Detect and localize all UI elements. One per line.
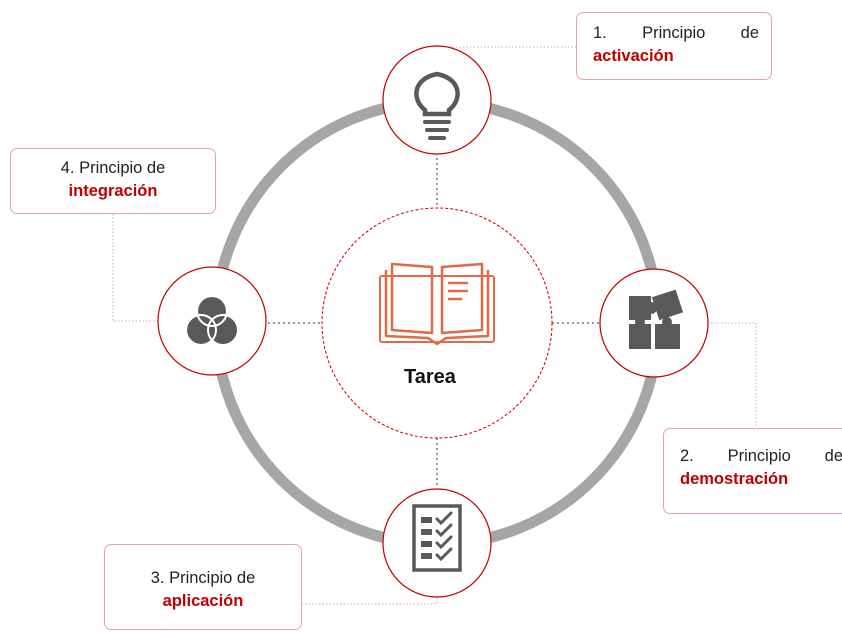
inner-connectors <box>268 153 600 487</box>
principle-title: 4. Principio de <box>60 159 166 177</box>
label-principle-integration: 4. Principio de integración <box>10 148 216 214</box>
node-activation <box>382 45 492 155</box>
node-demonstration <box>599 268 709 378</box>
principle-keyword: demostración <box>680 470 789 489</box>
task-circle <box>321 207 553 439</box>
principle-keyword: aplicación <box>162 592 244 611</box>
lightbulb-icon <box>414 71 460 140</box>
label-principle-activation: 1. Principio de activación <box>576 12 772 80</box>
puzzle-icon <box>629 289 684 349</box>
principle-keyword: activación <box>593 47 674 66</box>
principle-title: 2. Principio de <box>680 447 842 465</box>
label-principle-application: 3. Principio de aplicación <box>104 544 302 630</box>
principle-title: 3. Principio de <box>150 569 256 587</box>
principle-title: 1. Principio de <box>593 24 759 42</box>
label-principle-demonstration: 2. Principio de demostración <box>663 428 842 514</box>
checklist-icon <box>412 504 462 572</box>
principle-keyword: integración <box>68 182 158 201</box>
task-label: Tarea <box>404 366 456 388</box>
open-book-icon <box>379 262 495 346</box>
